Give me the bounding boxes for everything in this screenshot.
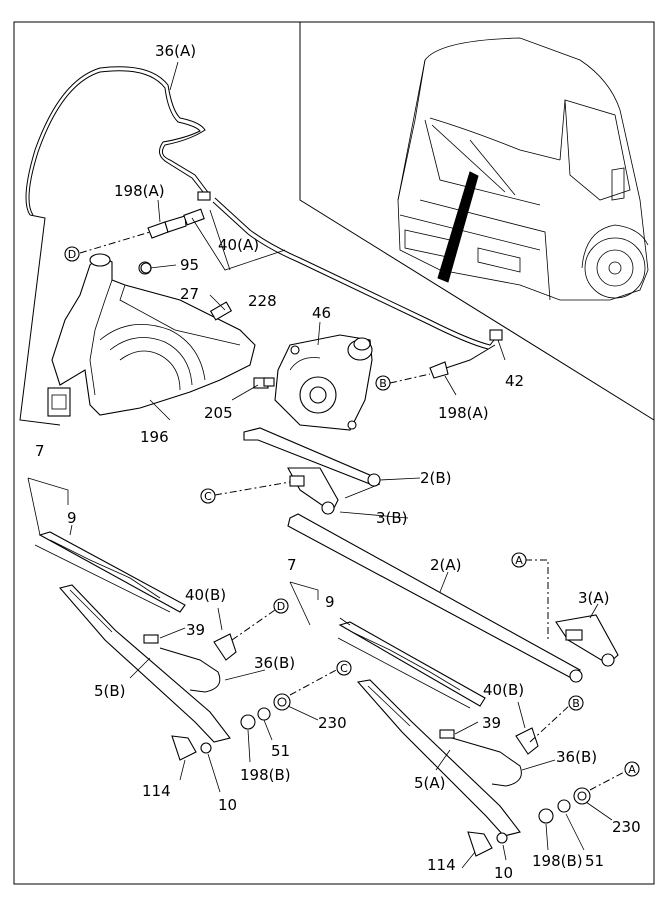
callout-198b-left: 198(B) [240, 766, 291, 784]
nozzle-198a-right [429, 329, 503, 379]
reference-lines [79, 231, 629, 791]
callout-10-right: 10 [494, 864, 513, 882]
callout-labels: 36(A) 198(A) 95 40(A) 228 27 46 42 205 1… [35, 42, 641, 882]
callout-46: 46 [312, 304, 331, 322]
callout-198a-top: 198(A) [114, 182, 165, 200]
connector-40a [197, 191, 211, 201]
callout-3a: 3(A) [578, 589, 610, 607]
callout-40b-right: 40(B) [483, 681, 524, 699]
callout-3b: 3(B) [376, 509, 408, 527]
callout-5b: 5(B) [94, 682, 126, 700]
callout-198b-right: 198(B) [532, 852, 583, 870]
wiper-motor [253, 334, 373, 431]
svg-text:A: A [628, 763, 636, 776]
callout-196: 196 [140, 428, 169, 446]
svg-text:B: B [379, 377, 387, 390]
link-rod-2b [243, 427, 381, 515]
callout-5a: 5(A) [414, 774, 446, 792]
callout-9-right: 9 [325, 593, 335, 611]
callout-10-left: 10 [218, 796, 237, 814]
callout-51-left: 51 [271, 742, 290, 760]
callout-39-right: 39 [482, 714, 501, 732]
callout-230-right: 230 [612, 818, 641, 836]
bolt-205 [263, 377, 275, 387]
svg-text:D: D [277, 600, 285, 613]
callout-39-left: 39 [186, 621, 205, 639]
nozzle-198a-top [147, 208, 205, 239]
wiper-blade-right [337, 621, 486, 709]
svg-text:C: C [204, 490, 212, 503]
callout-36b-left: 36(B) [254, 654, 295, 672]
svg-text:D: D [68, 248, 76, 261]
callout-205: 205 [204, 404, 233, 422]
wiper-arm-right [356, 679, 591, 857]
wiper-blade-left [34, 531, 186, 613]
callout-2b: 2(B) [420, 469, 452, 487]
svg-text:C: C [340, 662, 348, 675]
callout-228: 228 [248, 292, 277, 310]
callout-42: 42 [505, 372, 524, 390]
diagram-frame [13, 21, 655, 885]
callout-9-left: 9 [67, 509, 77, 527]
callout-36a: 36(A) [155, 42, 196, 60]
callout-27: 27 [180, 285, 199, 303]
connector-b-mid: B [375, 375, 391, 391]
location-pointer [437, 171, 479, 283]
callout-114-right: 114 [427, 856, 456, 874]
connector-b-right: B [568, 695, 584, 711]
callout-7-left: 7 [35, 442, 45, 460]
connector-markers: A A B B C C D D [64, 246, 640, 777]
callout-114-left: 114 [142, 782, 171, 800]
callout-230-left: 230 [318, 714, 347, 732]
callout-7-right: 7 [287, 556, 297, 574]
callout-51-right: 51 [585, 852, 604, 870]
svg-text:A: A [515, 554, 523, 567]
connector-c-right: C [336, 660, 352, 676]
callout-95: 95 [180, 256, 199, 274]
callout-198a-right: 198(A) [438, 404, 489, 422]
connector-a-right: A [511, 552, 527, 568]
callout-40b-left: 40(B) [185, 586, 226, 604]
callout-2a: 2(A) [430, 556, 462, 574]
callout-40a: 40(A) [218, 236, 259, 254]
truck-illustration [397, 37, 649, 301]
callout-36b-right: 36(B) [556, 748, 597, 766]
leader-lines [27, 61, 613, 869]
connector-c-mid: C [200, 488, 216, 504]
connector-d-left: D [64, 246, 80, 262]
washer-tank [47, 253, 256, 417]
washer-hose-36a [19, 66, 499, 426]
svg-text:B: B [572, 697, 580, 710]
connector-a-bottom: A [624, 761, 640, 777]
connector-d-mid: D [273, 598, 289, 614]
part-95 [140, 262, 152, 274]
link-rod-2a [287, 513, 619, 683]
